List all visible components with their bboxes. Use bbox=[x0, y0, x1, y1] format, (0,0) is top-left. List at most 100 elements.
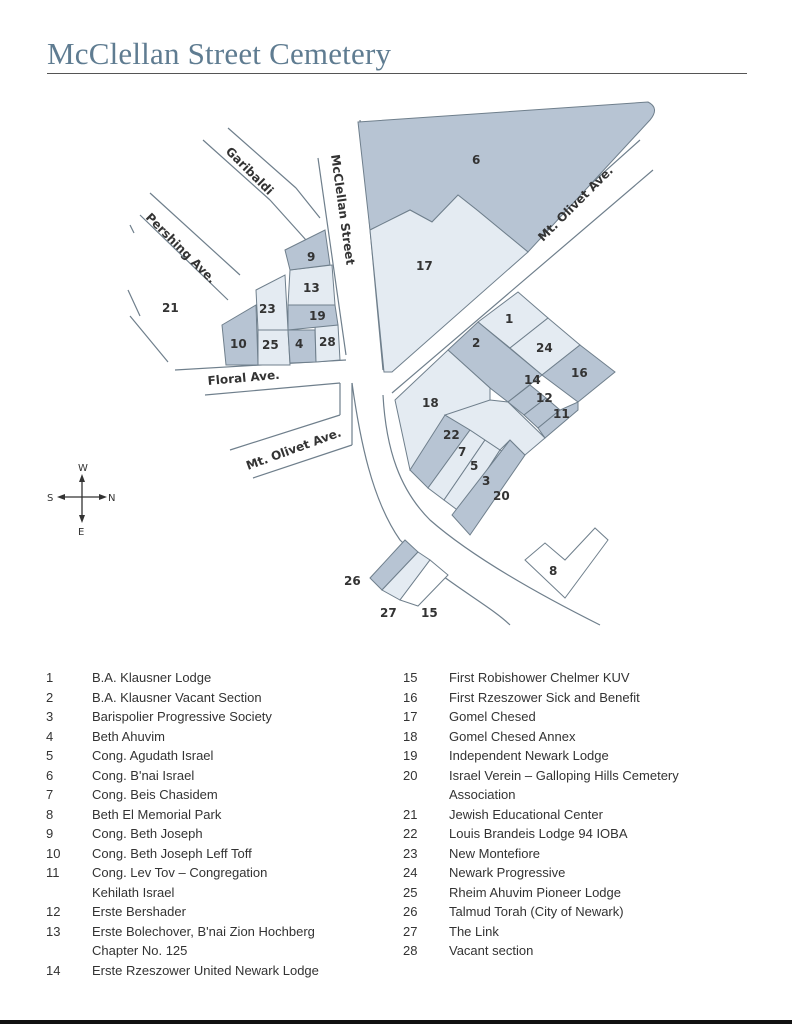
legend-name: Cong. Agudath Israel bbox=[92, 748, 214, 763]
legend-number: 1 bbox=[46, 670, 54, 685]
plot-label-27: 27 bbox=[380, 606, 397, 620]
legend-number: 17 bbox=[403, 709, 418, 724]
plot-17 bbox=[369, 194, 529, 373]
curve-road bbox=[351, 382, 601, 626]
legend-name: B.A. Klausner Vacant Section bbox=[92, 689, 262, 705]
legend-number: 3 bbox=[46, 709, 54, 724]
plot-label-5: 5 bbox=[470, 459, 478, 473]
street-label-mt-olivet-lower: Mt. Olivet Ave. bbox=[244, 425, 343, 472]
legend-name: B.A. Klausner Lodge bbox=[92, 670, 212, 685]
legend-number: 10 bbox=[46, 845, 61, 861]
legend-number: 6 bbox=[46, 767, 54, 783]
legend-name: Beth Ahuvim bbox=[92, 728, 165, 744]
pershing-street bbox=[139, 192, 241, 301]
legend-item: 4 Beth Ahuvim bbox=[46, 727, 376, 747]
compass-west-label: W bbox=[78, 463, 88, 474]
legend-name: Louis Brandeis Lodge 94 IOBA bbox=[449, 826, 628, 841]
legend-name: Erste Bolechover, B'nai Zion Hochberg bbox=[92, 923, 315, 939]
cemetery-map: Garibaldi Pershing Ave. McClellan Street… bbox=[47, 101, 655, 626]
plot-label-7: 7 bbox=[458, 445, 466, 459]
legend-name: New Montefiore bbox=[449, 845, 541, 861]
plot-15 bbox=[399, 559, 449, 607]
plot-label-8: 8 bbox=[549, 564, 557, 578]
plot-label-20: 20 bbox=[493, 489, 510, 503]
legend-number: 11 bbox=[46, 865, 60, 880]
plot-label-17: 17 bbox=[416, 259, 433, 273]
mt-olivet-lower-street bbox=[229, 383, 353, 479]
legend-number: 12 bbox=[46, 904, 61, 919]
legend-item: 24 Newark Progressive bbox=[403, 863, 748, 883]
compass-north-label: N bbox=[108, 493, 115, 504]
legend-name: Erste Rzeszower United Newark Lodge bbox=[92, 962, 319, 978]
legend-number: 19 bbox=[403, 748, 418, 763]
legend-item: 2 B.A. Klausner Vacant Section bbox=[46, 688, 376, 708]
legend-item: 9 Cong. Beth Joseph bbox=[46, 824, 376, 844]
plot-label-22: 22 bbox=[443, 428, 460, 442]
pershing-street-west bbox=[127, 224, 169, 363]
plot-10 bbox=[221, 304, 259, 366]
legend-number: 21 bbox=[403, 806, 418, 822]
street-label-mcclellan: McClellan Street bbox=[328, 153, 357, 266]
plot-9 bbox=[284, 229, 331, 271]
plot-label-1: 1 bbox=[505, 312, 513, 326]
plot-label-28: 28 bbox=[319, 335, 336, 349]
plot-label-9: 9 bbox=[307, 250, 315, 264]
street-label-garibaldi: Garibaldi bbox=[223, 144, 276, 197]
legend-name-continued: Chapter No. 125 bbox=[92, 943, 188, 958]
legend-item: 12 Erste Bershader bbox=[46, 902, 376, 922]
plot-label-12: 12 bbox=[536, 391, 553, 405]
legend-name: Barispolier Progressive Society bbox=[92, 709, 272, 724]
plot-label-15: 15 bbox=[421, 606, 438, 620]
plot-label-24: 24 bbox=[536, 341, 553, 355]
legend-number: 24 bbox=[403, 865, 418, 880]
legend-number: 27 bbox=[403, 923, 418, 939]
legend-number: 13 bbox=[46, 923, 61, 939]
compass-east-label: E bbox=[78, 527, 84, 538]
legend-item: 15 First Robishower Chelmer KUV bbox=[403, 668, 748, 688]
legend-name: Newark Progressive bbox=[449, 865, 566, 880]
bottom-rule bbox=[0, 1020, 792, 1024]
garibaldi-street bbox=[202, 127, 321, 241]
plot-25 bbox=[257, 329, 291, 366]
plot-label-19: 19 bbox=[309, 309, 326, 323]
plot-label-4: 4 bbox=[295, 337, 303, 351]
legend-item: 3 Barispolier Progressive Society bbox=[46, 707, 376, 727]
legend-name: Cong. Beth Joseph bbox=[92, 826, 203, 841]
legend-left-column: 1 B.A. Klausner Lodge 2 B.A. Klausner Vacan… bbox=[46, 668, 376, 980]
legend-number: 26 bbox=[403, 904, 418, 919]
legend-name: Vacant section bbox=[449, 943, 534, 958]
legend-name: Gomel Chesed Annex bbox=[449, 728, 576, 744]
legend-name: Jewish Educational Center bbox=[449, 806, 603, 822]
legend-name: Independent Newark Lodge bbox=[449, 748, 609, 763]
plot-label-11: 11 bbox=[553, 407, 570, 421]
legend-name: Erste Bershader bbox=[92, 904, 186, 919]
compass-south-label: S bbox=[47, 493, 53, 504]
legend-number: 25 bbox=[403, 884, 418, 900]
plot-label-13: 13 bbox=[303, 281, 320, 295]
legend-number: 23 bbox=[403, 845, 418, 861]
legend-item: 1 B.A. Klausner Lodge bbox=[46, 668, 376, 688]
plot-16 bbox=[541, 344, 616, 403]
legend-number: 2 bbox=[46, 689, 54, 705]
legend-number: 9 bbox=[46, 826, 54, 841]
legend-number: 8 bbox=[46, 806, 54, 822]
legend-name: Cong. Beis Chasidem bbox=[92, 787, 218, 802]
plot-label-14: 14 bbox=[524, 373, 541, 387]
legend-name: Gomel Chesed bbox=[449, 709, 536, 724]
title-rule bbox=[47, 73, 747, 74]
legend-name-continued: Association bbox=[449, 787, 516, 802]
plot-label-25: 25 bbox=[262, 338, 279, 352]
legend-number: 15 bbox=[403, 670, 418, 685]
plot-label-23: 23 bbox=[259, 302, 276, 316]
legend-number: 4 bbox=[46, 728, 54, 744]
legend-name: First Robishower Chelmer KUV bbox=[449, 670, 630, 685]
